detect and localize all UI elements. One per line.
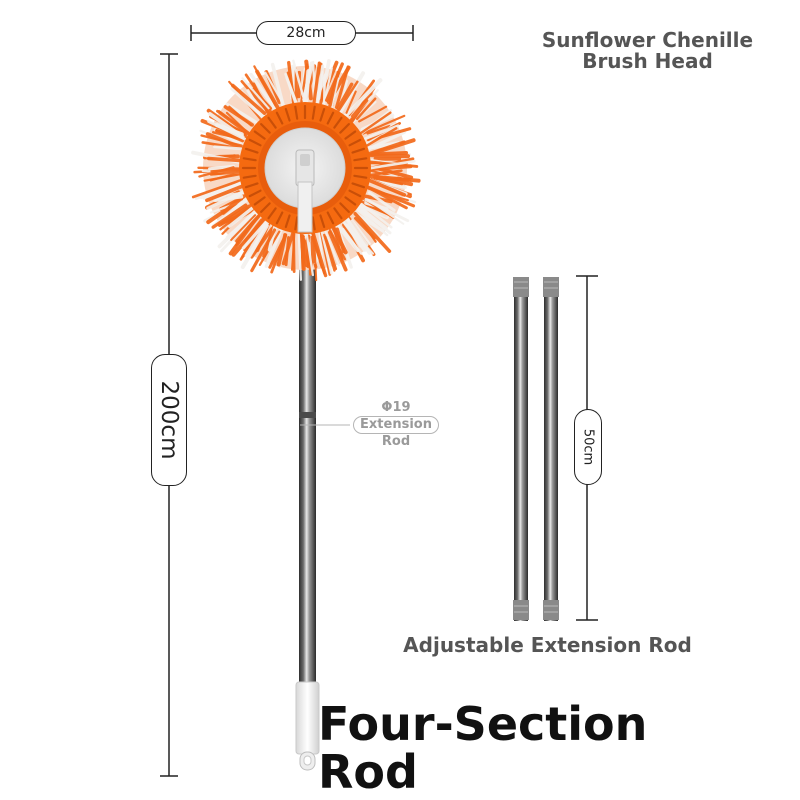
rod-word-text: Rod [381,434,411,449]
sunflower-chenille-brush-icon [191,59,421,282]
rod-diameter-text: Φ19 [381,400,411,415]
section-dimension-label: 50cm [574,409,602,485]
rod-spec-label: Φ19 Extension Rod [348,400,444,450]
adjustable-rod-title: Adjustable Extension Rod [403,633,692,657]
rod-section-right [543,277,559,621]
brush-title-line1: Sunflower Chenille [541,28,754,52]
section-dimension-text: 50cm [580,428,596,466]
main-extension-rod [295,180,350,771]
rod-section-left [513,277,529,621]
width-dimension-label: 28cm [256,21,356,45]
height-dimension-label: 200cm [151,354,187,486]
width-dimension-text: 28cm [286,25,326,41]
rod-extension-text: Extension [353,416,439,434]
four-section-title: Four-Section Rod [318,697,648,800]
height-dimension-text: 200cm [156,380,182,460]
brush-title-line2: Brush Head [582,49,713,73]
brush-head-title: Sunflower Chenille Brush Head [535,30,760,72]
